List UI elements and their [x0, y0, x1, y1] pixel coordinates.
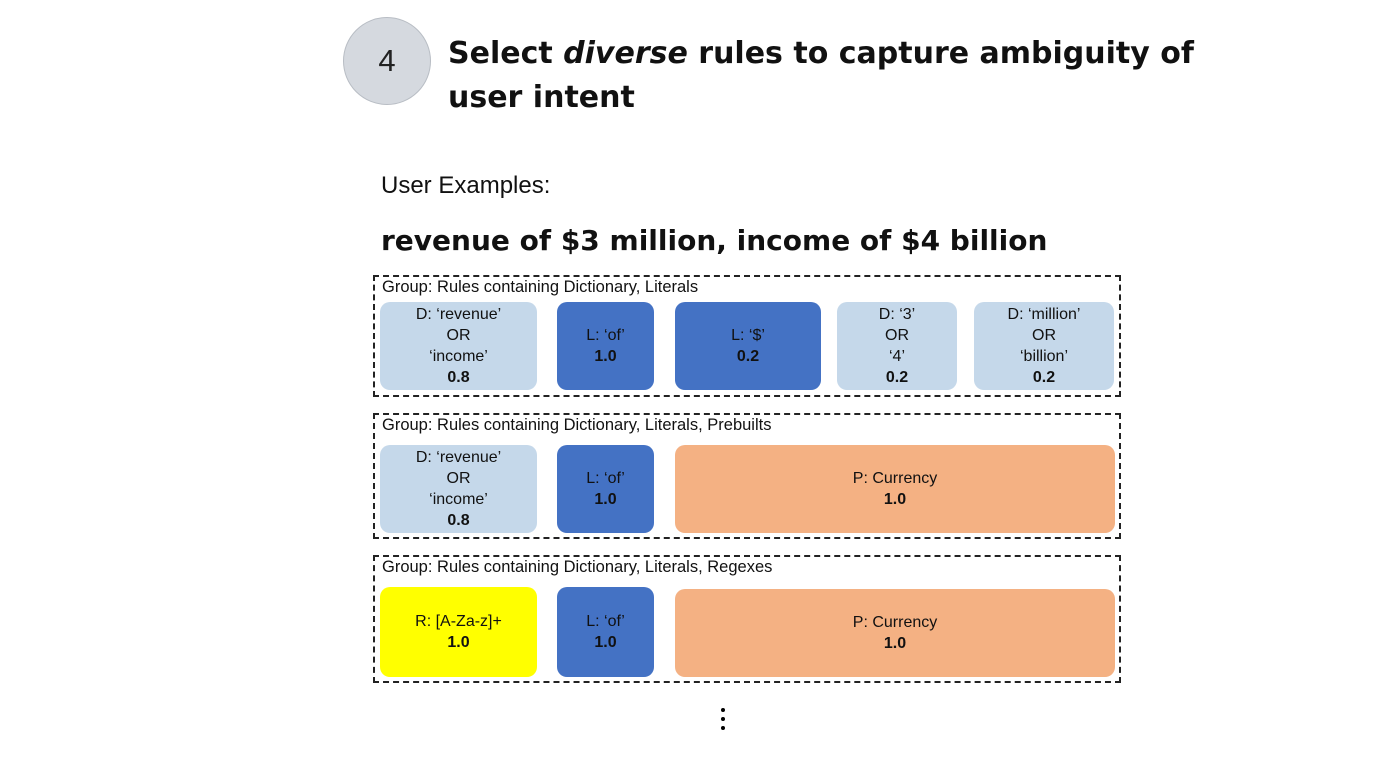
rule-box-prebuilt-currency: P: Currency 1.0 — [675, 445, 1115, 533]
rule-line: P: Currency — [852, 614, 938, 631]
rule-confidence: 0.8 — [447, 512, 470, 529]
group-label: Group: Rules containing Dictionary, Lite… — [382, 558, 773, 576]
diagram-title: Select diverse rules to capture ambiguit… — [448, 32, 1208, 120]
rule-confidence: 0.8 — [447, 369, 470, 386]
ellipsis-dot — [721, 717, 725, 721]
vertical-ellipsis-icon — [721, 708, 725, 730]
user-example-text: revenue of $3 million, income of $4 bill… — [381, 224, 1048, 257]
rule-line: ‘income’ — [429, 491, 488, 508]
rule-box-prebuilt-currency: P: Currency 1.0 — [675, 589, 1115, 677]
ellipsis-dot — [721, 726, 725, 730]
rule-confidence: 0.2 — [885, 369, 909, 386]
rule-line: L: ‘of’ — [586, 613, 625, 630]
rule-box-literal-of: L: ‘of’ 1.0 — [557, 587, 654, 677]
rule-group-dictionary-literals-prebuilts: Group: Rules containing Dictionary, Lite… — [373, 413, 1121, 539]
group-label: Group: Rules containing Dictionary, Lite… — [382, 278, 699, 296]
rule-line: ‘income’ — [429, 348, 488, 365]
rule-line: D: ‘million’ — [1007, 306, 1081, 323]
group-label: Group: Rules containing Dictionary, Lite… — [382, 416, 772, 434]
rule-confidence: 1.0 — [883, 491, 907, 508]
title-suffix: rules to capture ambiguity of user inten… — [448, 36, 1194, 115]
rule-line: P: Currency — [852, 470, 938, 487]
rule-line: ‘billion’ — [1019, 348, 1069, 365]
rule-box-literal-dollar: L: ‘$’ 0.2 — [675, 302, 821, 390]
rule-line: OR — [885, 327, 909, 344]
user-examples-label: User Examples: — [381, 172, 551, 199]
rule-confidence: 1.0 — [447, 634, 470, 651]
rule-group-dictionary-literals: Group: Rules containing Dictionary, Lite… — [373, 275, 1121, 397]
step-number: 4 — [378, 43, 396, 78]
rule-confidence: 1.0 — [594, 634, 617, 651]
rule-confidence: 1.0 — [594, 348, 617, 365]
rule-box-literal-of: L: ‘of’ 1.0 — [557, 302, 654, 390]
rule-box-dictionary-million-billion: D: ‘million’ OR ‘billion’ 0.2 — [974, 302, 1114, 390]
rule-line: OR — [446, 327, 471, 344]
rule-line: L: ‘of’ — [586, 327, 625, 344]
rule-confidence: 0.2 — [1032, 369, 1056, 386]
rule-line: OR — [1032, 327, 1056, 344]
rule-box-regex-letters: R: [A-Za-z]+ 1.0 — [380, 587, 537, 677]
rule-line: L: ‘of’ — [586, 470, 625, 487]
rule-line: D: ‘revenue’ — [415, 306, 502, 323]
title-emphasis: diverse — [563, 36, 688, 71]
rule-line: OR — [446, 470, 471, 487]
rule-line: L: ‘$’ — [731, 327, 765, 344]
step-number-badge: 4 — [343, 17, 431, 105]
rule-line: R: [A-Za-z]+ — [415, 613, 502, 630]
rule-box-literal-of: L: ‘of’ 1.0 — [557, 445, 654, 533]
ellipsis-dot — [721, 708, 725, 712]
rule-line: D: ‘3’ — [878, 306, 916, 323]
rule-line: D: ‘revenue’ — [415, 449, 502, 466]
rule-box-dictionary-revenue-income: D: ‘revenue’ OR ‘income’ 0.8 — [380, 445, 537, 533]
rule-box-dictionary-3-4: D: ‘3’ OR ‘4’ 0.2 — [837, 302, 957, 390]
rule-line: ‘4’ — [888, 348, 905, 365]
rule-confidence: 1.0 — [594, 491, 617, 508]
rule-confidence: 0.2 — [736, 348, 760, 365]
rule-confidence: 1.0 — [883, 635, 907, 652]
rule-box-dictionary-revenue-income: D: ‘revenue’ OR ‘income’ 0.8 — [380, 302, 537, 390]
title-prefix: Select — [448, 36, 564, 71]
rule-group-dictionary-literals-regexes: Group: Rules containing Dictionary, Lite… — [373, 555, 1121, 683]
